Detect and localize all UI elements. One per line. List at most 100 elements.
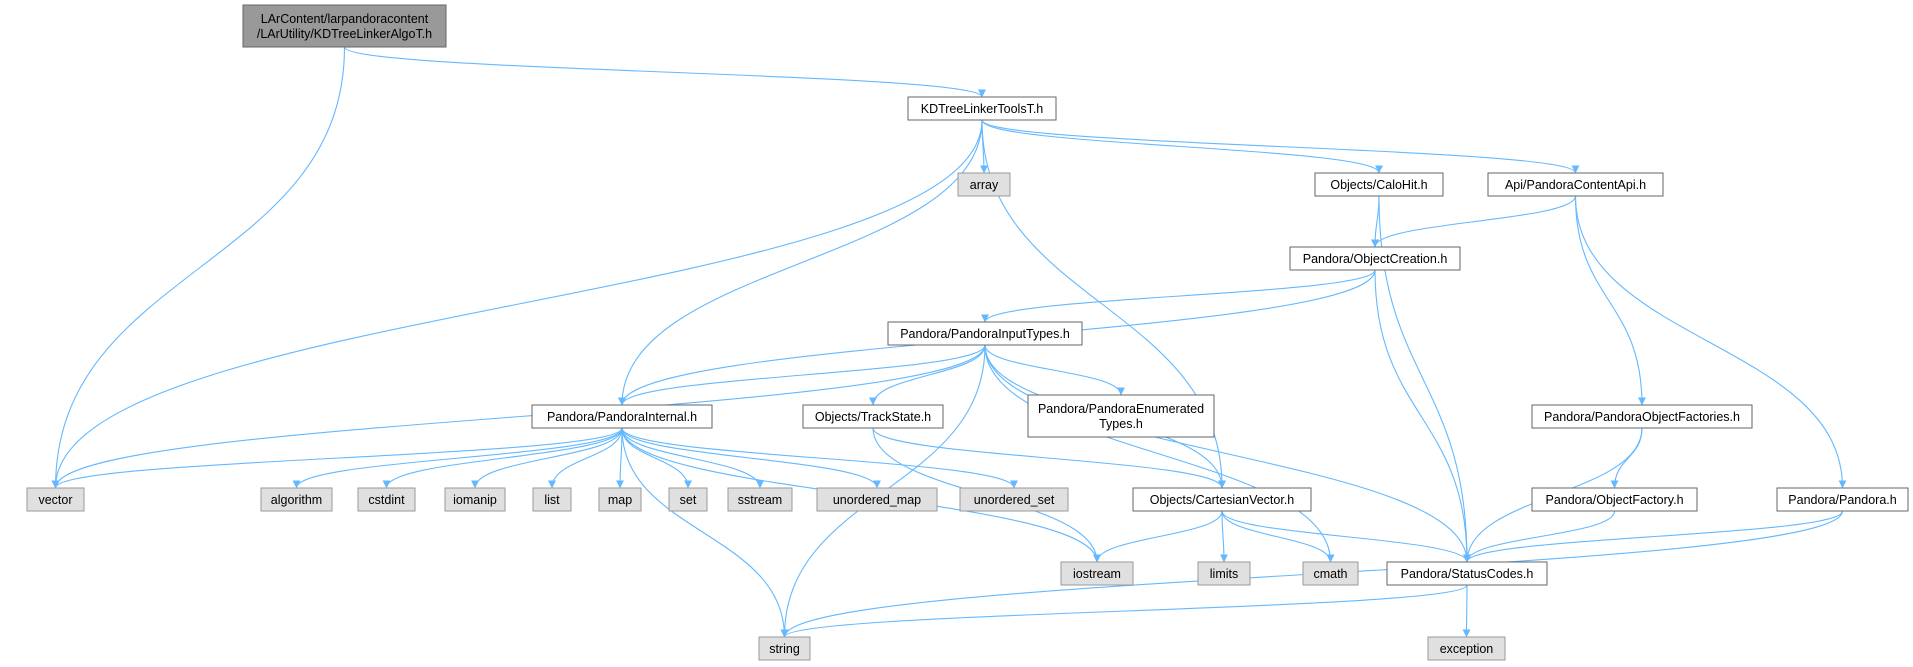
node-iostream: iostream [1060, 561, 1134, 586]
edge-cartesian-to-iostream [1093, 510, 1223, 563]
node-label-root-0: LArContent/larpandoracontent [261, 12, 429, 26]
node-box-algorithm [260, 487, 333, 512]
node-iomanip: iomanip [444, 487, 506, 512]
edge-contentapi-to-objfactories [1574, 195, 1646, 406]
node-unordered_map: unordered_map [816, 487, 938, 512]
edge-root-to-kdtools [343, 46, 986, 98]
node-box-unordered_map [816, 487, 938, 512]
node-label-inputtypes-0: Pandora/PandoraInputTypes.h [900, 327, 1070, 341]
edge-statuscodes-to-exception [1462, 584, 1471, 638]
node-limits: limits [1197, 561, 1251, 586]
node-calohit[interactable]: Objects/CaloHit.h [1314, 172, 1444, 197]
node-label-objfactories-0: Pandora/PandoraObjectFactories.h [1544, 410, 1740, 424]
node-objcreation[interactable]: Pandora/ObjectCreation.h [1289, 246, 1461, 271]
edge-pandora-to-statuscodes [1463, 510, 1844, 563]
edge-internal-to-cstdint [382, 427, 623, 489]
node-pandora[interactable]: Pandora/Pandora.h [1776, 487, 1909, 512]
node-list: list [532, 487, 572, 512]
node-label-pandora-0: Pandora/Pandora.h [1788, 493, 1896, 507]
edge-internal-to-unordered_map [621, 427, 881, 489]
node-box-cartesian [1132, 487, 1312, 512]
edge-root-to-vector [51, 46, 346, 489]
edge-contentapi-to-objcreation [1371, 195, 1577, 248]
edge-inputtypes-to-enumerated [984, 344, 1125, 396]
nodes-layer: LArContent/larpandoracontent/LArUtility/… [26, 4, 1909, 661]
node-box-unordered_set [959, 487, 1069, 512]
edge-objfactories-to-objfactory [1610, 427, 1643, 489]
node-label-list-0: list [544, 493, 560, 507]
node-box-statuscodes [1386, 561, 1548, 586]
node-contentapi[interactable]: Api/PandoraContentApi.h [1487, 172, 1664, 197]
node-kdtools[interactable]: KDTreeLinkerToolsT.h [907, 96, 1057, 121]
edge-cartesian-to-statuscodes [1221, 510, 1471, 563]
node-label-unordered_map-0: unordered_map [833, 493, 921, 507]
node-root[interactable]: LArContent/larpandoracontent/LArUtility/… [242, 4, 447, 48]
node-label-exception-0: exception [1440, 642, 1494, 656]
node-string: string [758, 636, 811, 661]
node-label-vector-0: vector [38, 493, 72, 507]
node-set: set [668, 487, 708, 512]
node-objfactory[interactable]: Pandora/ObjectFactory.h [1531, 487, 1698, 512]
edge-kdtools-to-contentapi [981, 119, 1580, 174]
node-label-unordered_set-0: unordered_set [974, 493, 1055, 507]
node-box-objfactories [1531, 404, 1753, 429]
node-trackstate[interactable]: Objects/TrackState.h [802, 404, 944, 429]
node-label-map-0: map [608, 493, 632, 507]
node-exception: exception [1427, 636, 1506, 661]
edge-kdtools-to-internal [618, 119, 983, 406]
edge-inputtypes-to-vector [51, 344, 986, 489]
node-label-iostream-0: iostream [1073, 567, 1121, 581]
node-label-string-0: string [769, 642, 800, 656]
node-label-limits-0: limits [1210, 567, 1238, 581]
node-label-sstream-0: sstream [738, 493, 782, 507]
node-internal[interactable]: Pandora/PandoraInternal.h [531, 404, 713, 429]
node-box-map [598, 487, 642, 512]
node-cartesian[interactable]: Objects/CartesianVector.h [1132, 487, 1312, 512]
edge-calohit-to-objcreation [1371, 195, 1380, 248]
node-box-vector [26, 487, 85, 512]
node-box-cmath [1302, 561, 1359, 586]
node-label-kdtools-0: KDTreeLinkerToolsT.h [921, 102, 1044, 116]
edge-objcreation-to-statuscodes [1374, 269, 1471, 563]
node-box-list [532, 487, 572, 512]
node-cmath: cmath [1302, 561, 1359, 586]
node-unordered_set: unordered_set [959, 487, 1069, 512]
node-box-kdtools [907, 96, 1057, 121]
node-label-iomanip-0: iomanip [453, 493, 497, 507]
edge-internal-to-iomanip [471, 427, 623, 489]
node-box-array [957, 172, 1011, 197]
edge-internal-to-string [621, 427, 789, 638]
node-label-objcreation-0: Pandora/ObjectCreation.h [1303, 252, 1448, 266]
node-map: map [598, 487, 642, 512]
node-label-array-0: array [970, 178, 999, 192]
node-array: array [957, 172, 1011, 197]
node-box-iomanip [444, 487, 506, 512]
edge-internal-to-sstream [621, 427, 764, 489]
node-label-cmath-0: cmath [1313, 567, 1347, 581]
node-box-sstream [727, 487, 793, 512]
node-label-set-0: set [680, 493, 697, 507]
node-label-contentapi-0: Api/PandoraContentApi.h [1505, 178, 1646, 192]
node-objfactories[interactable]: Pandora/PandoraObjectFactories.h [1531, 404, 1753, 429]
node-cstdint: cstdint [357, 487, 416, 512]
node-box-pandora [1776, 487, 1909, 512]
node-box-cstdint [357, 487, 416, 512]
node-statuscodes[interactable]: Pandora/StatusCodes.h [1386, 561, 1548, 586]
node-box-string [758, 636, 811, 661]
edge-objfactory-to-statuscodes [1463, 510, 1616, 563]
edge-inputtypes-to-statuscodes [984, 344, 1471, 563]
edge-kdtools-to-calohit [981, 119, 1383, 174]
node-box-calohit [1314, 172, 1444, 197]
node-algorithm: algorithm [260, 487, 333, 512]
edge-internal-to-list [548, 427, 623, 489]
node-box-root [242, 4, 447, 48]
edge-internal-to-unordered_set [621, 427, 1018, 489]
node-label-statuscodes-0: Pandora/StatusCodes.h [1401, 567, 1534, 581]
node-box-limits [1197, 561, 1251, 586]
node-sstream: sstream [727, 487, 793, 512]
node-inputtypes[interactable]: Pandora/PandoraInputTypes.h [887, 321, 1083, 346]
node-box-internal [531, 404, 713, 429]
edge-internal-to-vector [51, 427, 623, 489]
